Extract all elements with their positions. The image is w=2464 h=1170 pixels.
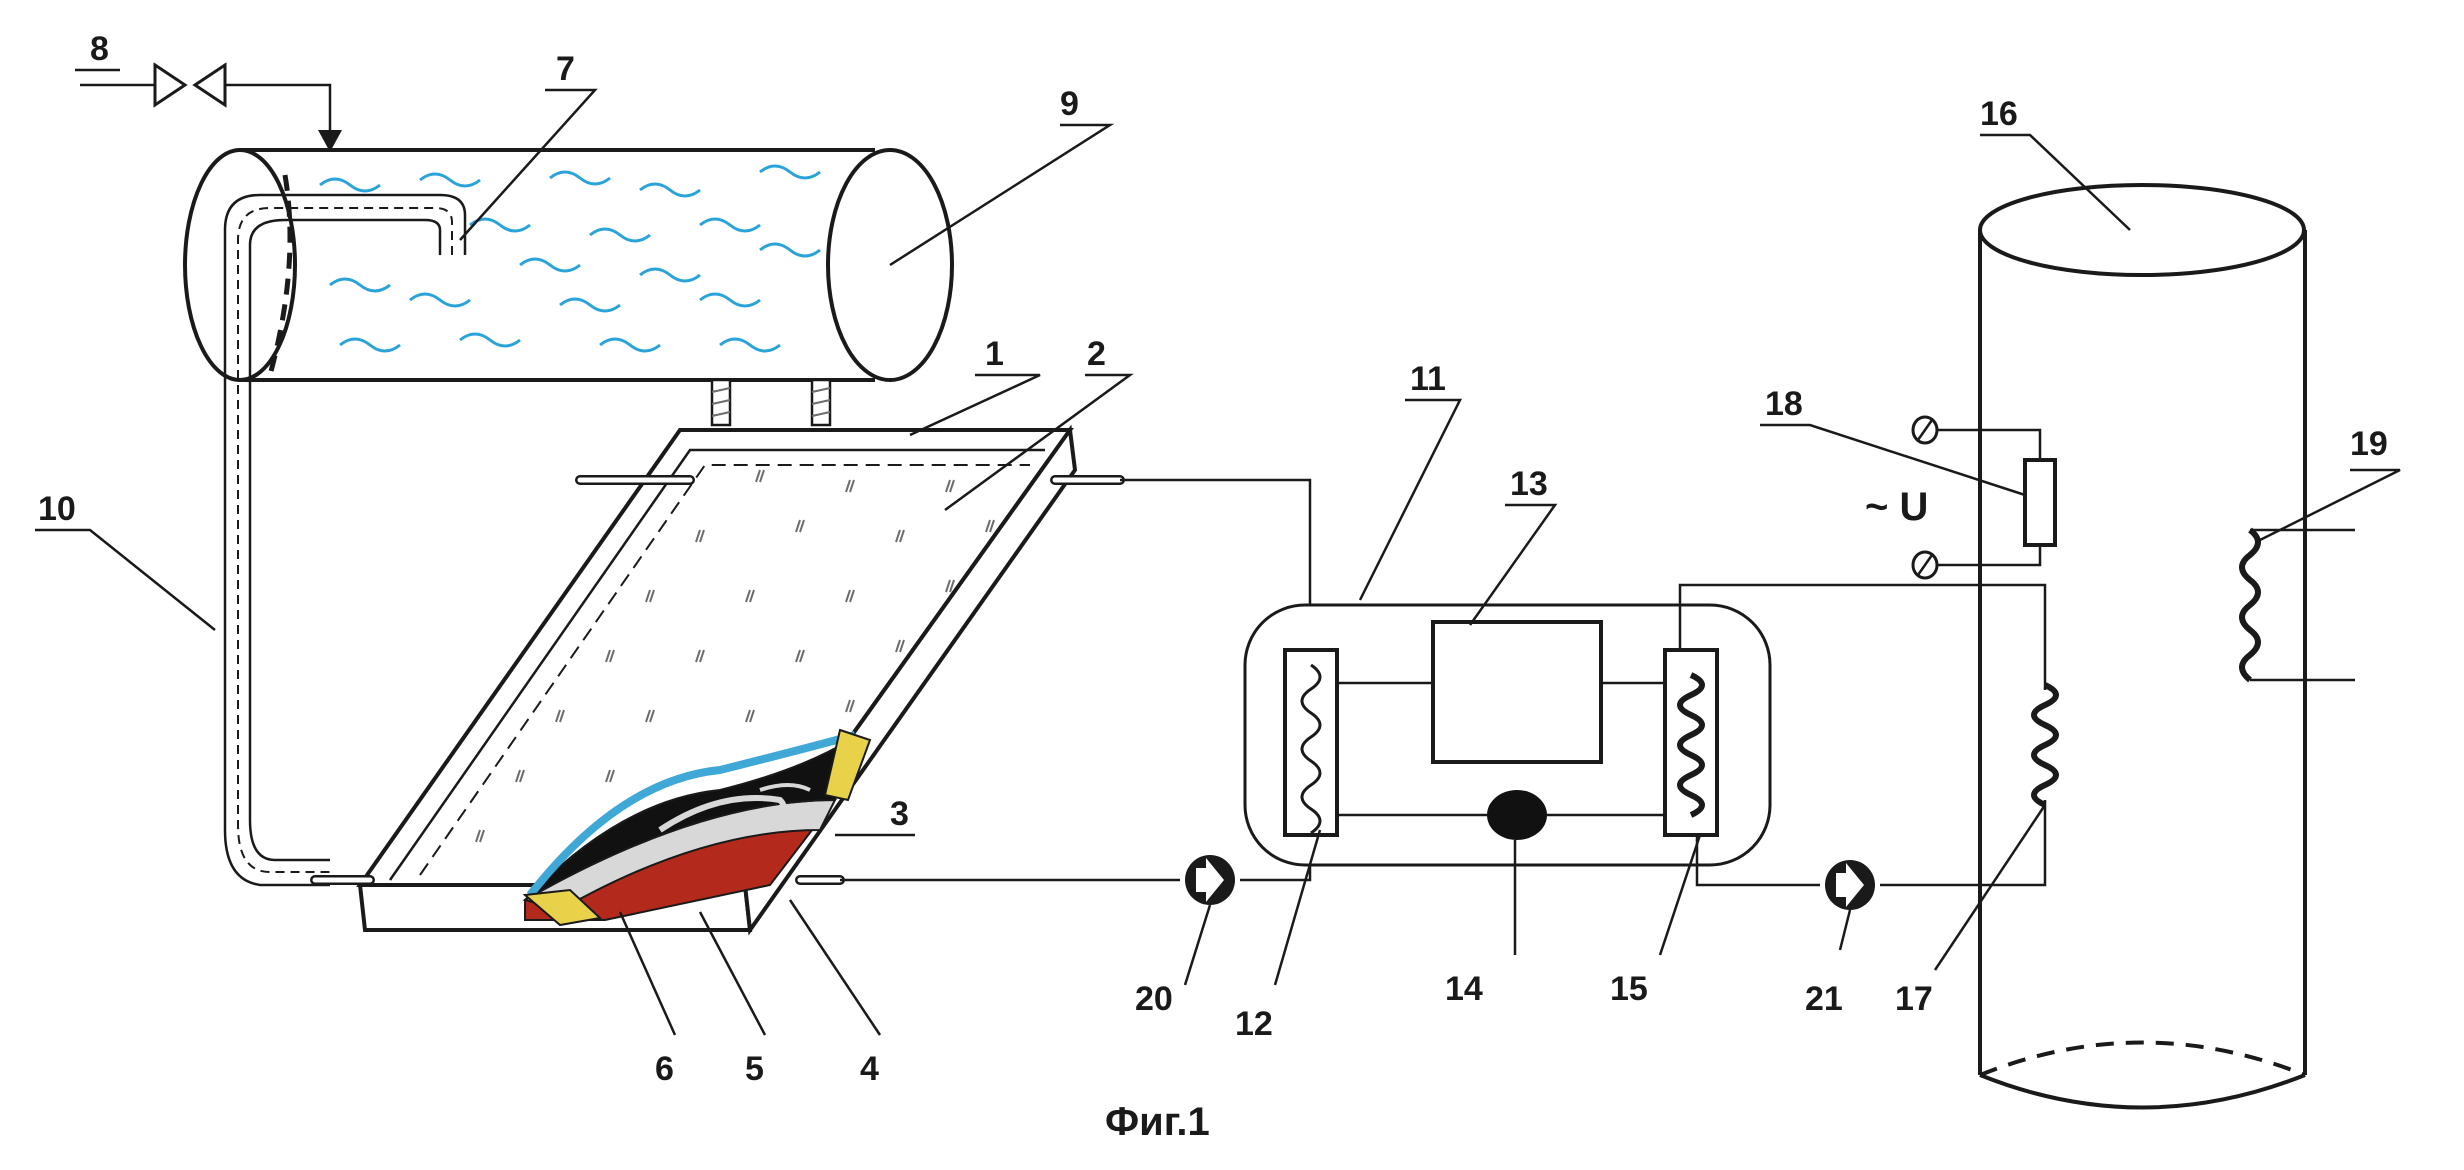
callout-21: 21 [1805, 980, 1843, 1018]
pump-20 [1185, 855, 1235, 905]
heat-pump-unit [1243, 603, 1772, 867]
inlet-valve [80, 62, 342, 152]
water-waves [319, 164, 821, 353]
callout-5: 5 [745, 1050, 764, 1088]
callout-9: 9 [1060, 85, 1079, 123]
power-supply [1911, 415, 2057, 580]
callout-8: 8 [90, 30, 109, 68]
callout-leaders [35, 68, 2401, 1036]
tank-supports [710, 378, 832, 427]
callout-16: 16 [1980, 95, 2018, 133]
figure-caption: Фиг.1 [1105, 1100, 1210, 1144]
callout-13: 13 [1510, 465, 1548, 503]
callout-7: 7 [556, 50, 575, 88]
callout-10: 10 [38, 490, 76, 528]
return-pipe [223, 193, 467, 887]
callout-2: 2 [1087, 335, 1106, 373]
callout-17: 17 [1895, 980, 1933, 1018]
callout-12: 12 [1235, 1005, 1273, 1043]
hot-water-tank [1978, 183, 2355, 1110]
voltage-label: ~ U [1865, 485, 1928, 529]
callout-19: 19 [2350, 425, 2388, 463]
callout-20: 20 [1135, 980, 1173, 1018]
storage-tank [183, 148, 954, 427]
callout-18: 18 [1765, 385, 1803, 423]
callout-4: 4 [860, 1050, 879, 1088]
callout-14: 14 [1445, 970, 1483, 1008]
collector-nozzles [310, 475, 1125, 885]
glass-hatching [475, 469, 995, 843]
solar-collector [310, 424, 1125, 936]
collector-cutaway [522, 728, 872, 927]
callout-15: 15 [1610, 970, 1648, 1008]
callout-1: 1 [985, 335, 1004, 373]
callout-11: 11 [1410, 360, 1446, 398]
pump-21 [1825, 860, 1875, 910]
callout-3: 3 [890, 795, 909, 833]
consumer-loop [1678, 583, 2059, 887]
callout-6: 6 [655, 1050, 674, 1088]
